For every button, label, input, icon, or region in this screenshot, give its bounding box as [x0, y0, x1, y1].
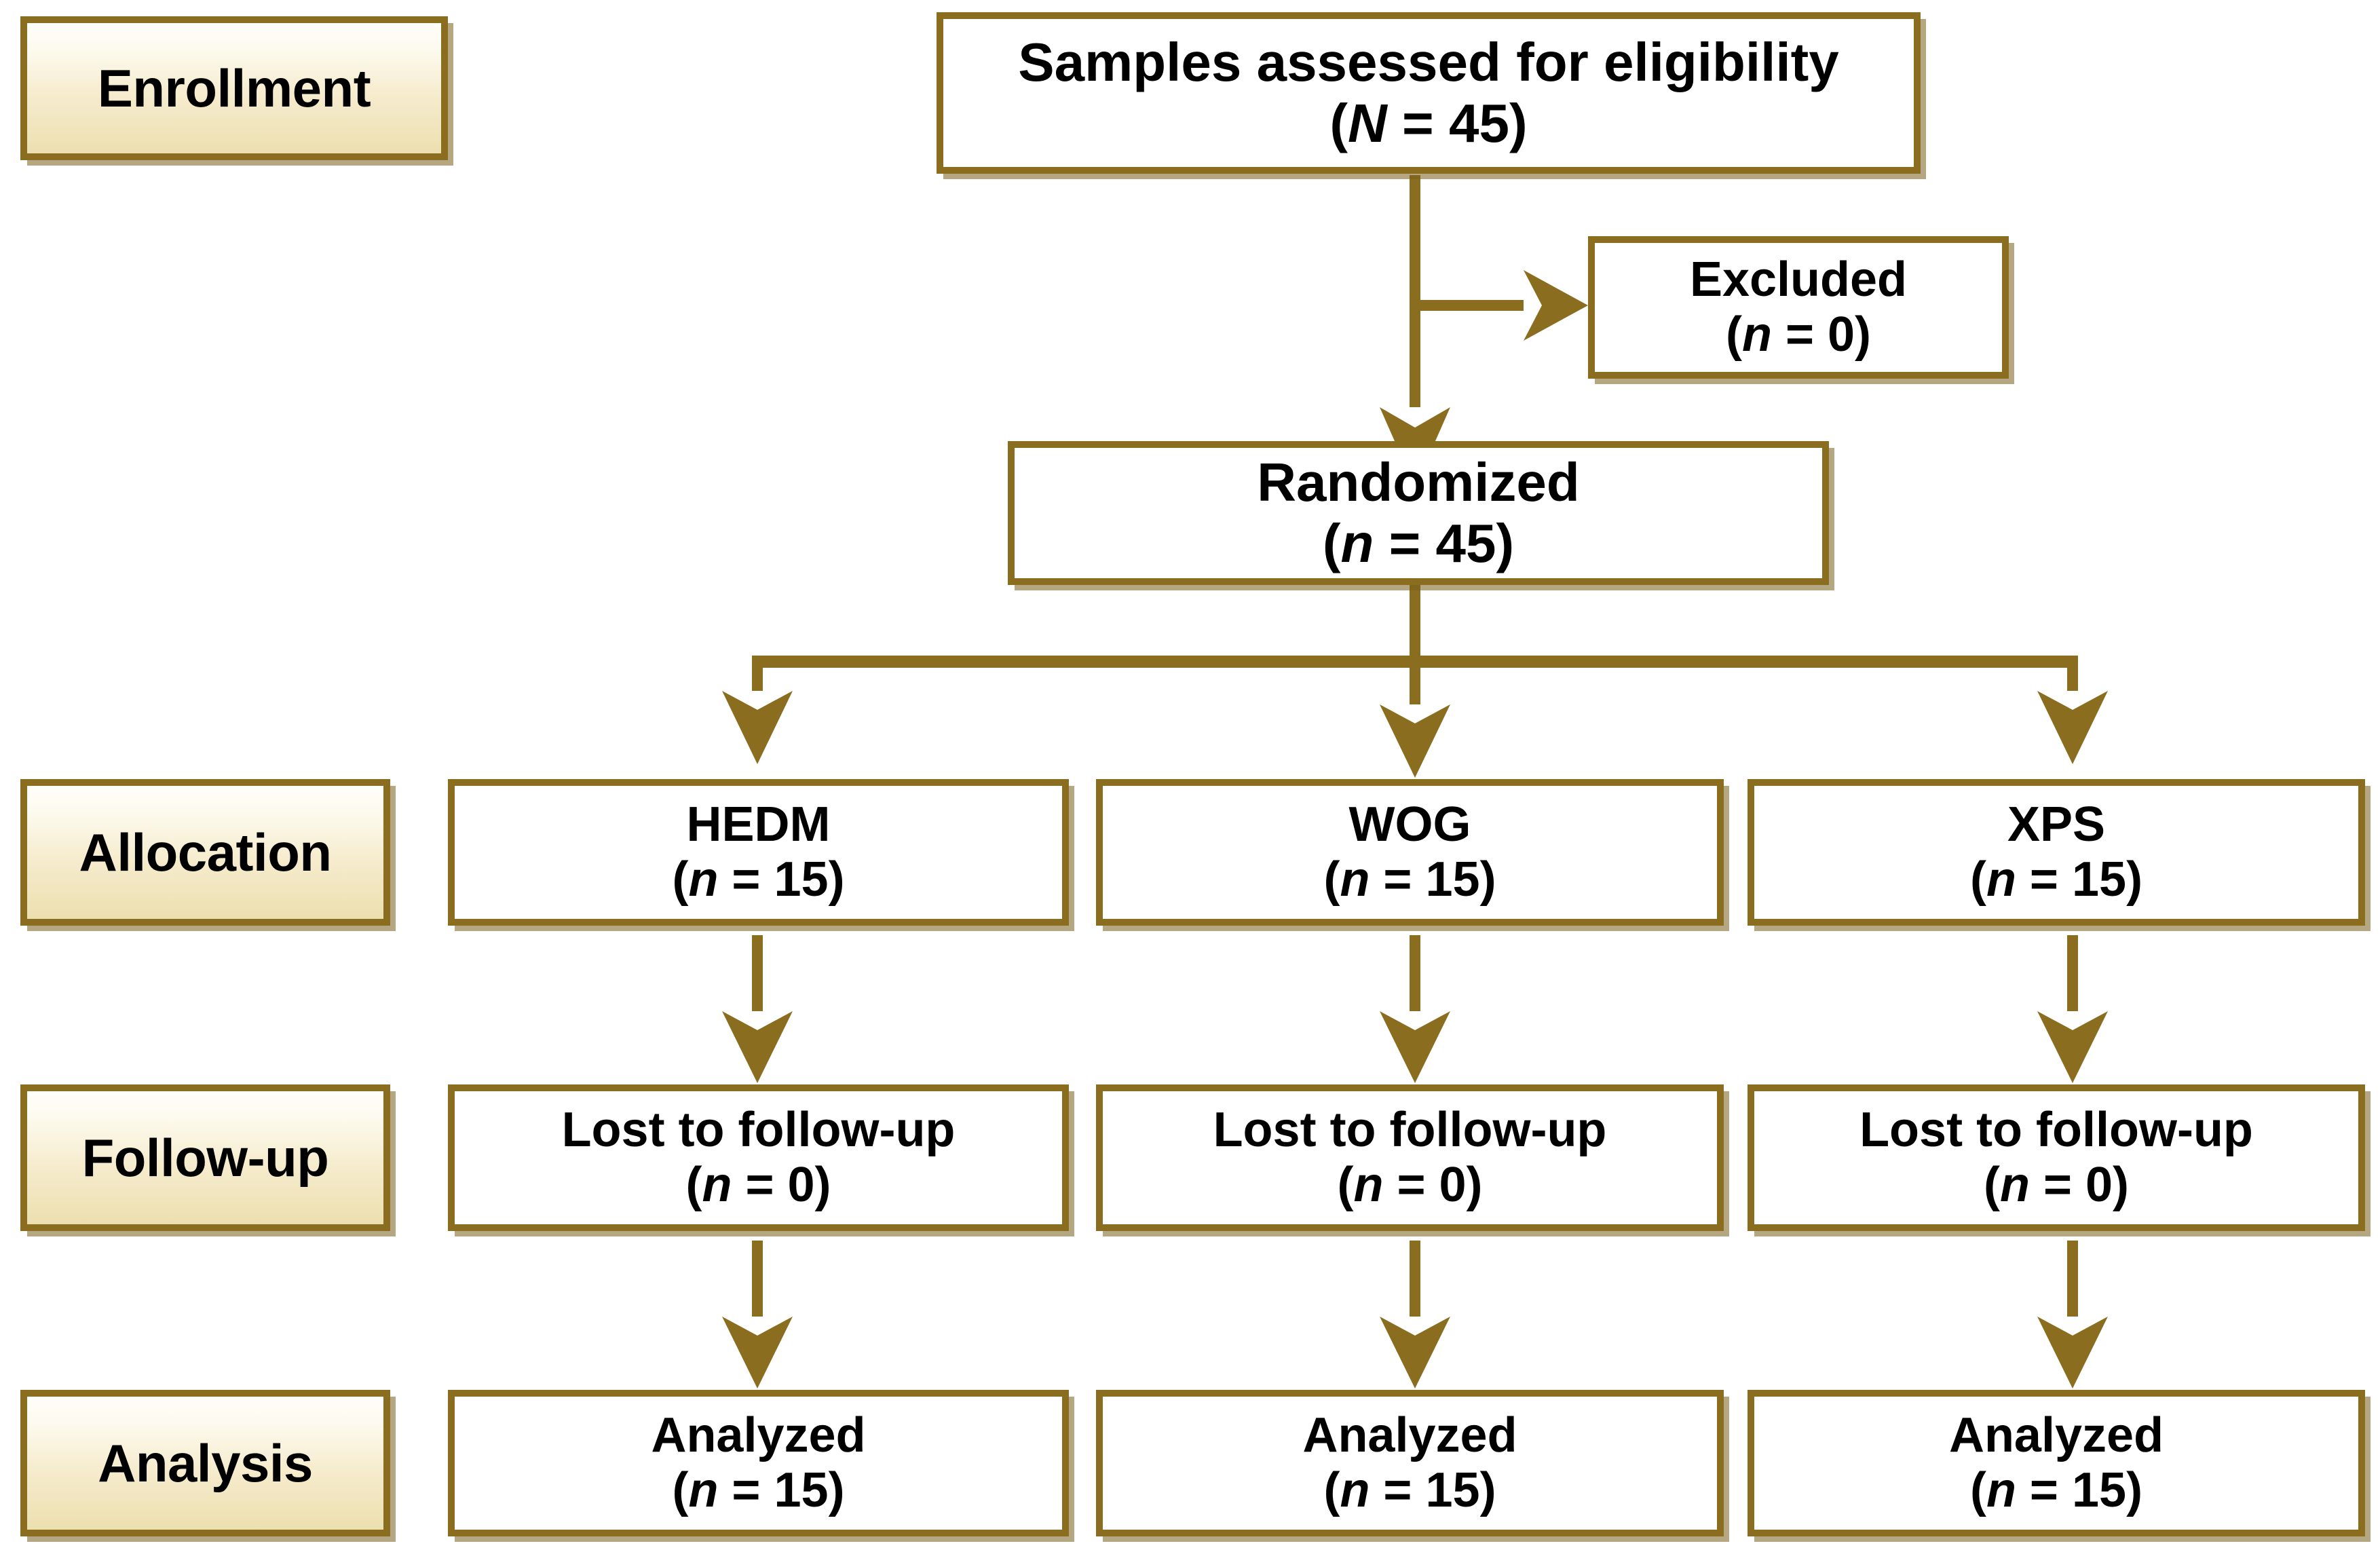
paren-open: (: [1322, 513, 1341, 573]
node-samples-assessed: Samples assessed for eligibility (N = 45…: [937, 12, 1921, 174]
paren-open: (: [672, 852, 689, 907]
node-randomized-line1: Randomized: [1257, 452, 1580, 513]
paren-open: (: [1323, 852, 1340, 907]
count-lost-xps: = 0): [2029, 1158, 2130, 1212]
symbol-n: n: [1999, 1158, 2030, 1212]
paren-open: (: [1323, 1463, 1340, 1517]
count-assessed: = 45): [1386, 93, 1528, 153]
node-allocation-xps-line1: XPS: [2007, 797, 2106, 852]
node-samples-assessed-line2: (N = 45): [1329, 93, 1527, 154]
node-allocation-xps-line2: (n = 15): [1970, 852, 2142, 907]
node-analysis-hedm-line1: Analyzed: [651, 1408, 866, 1463]
symbol-n: n: [688, 852, 719, 907]
node-excluded: Excluded (n = 0): [1588, 236, 2009, 379]
connector-assessed-to-randomized: [1380, 175, 1450, 487]
stage-label-enrollment-text: Enrollment: [97, 58, 371, 118]
node-allocation-hedm-line2: (n = 15): [672, 852, 844, 907]
stage-label-analysis-text: Analysis: [98, 1433, 313, 1493]
node-followup-hedm: Lost to follow-up (n = 0): [448, 1084, 1069, 1231]
node-followup-xps: Lost to follow-up (n = 0): [1748, 1084, 2365, 1231]
node-samples-assessed-line1: Samples assessed for eligibility: [1018, 32, 1839, 93]
node-followup-hedm-line1: Lost to follow-up: [561, 1103, 956, 1158]
paren-open: (: [672, 1463, 689, 1517]
count-randomized: = 45): [1374, 513, 1515, 573]
node-analysis-wog: Analyzed (n = 15): [1096, 1390, 1724, 1536]
count-analyzed-hedm: = 15): [718, 1463, 845, 1517]
symbol-n: n: [688, 1463, 719, 1517]
node-followup-xps-line2: (n = 0): [1984, 1158, 2129, 1213]
symbol-N: N: [1348, 93, 1387, 153]
connector-randomized-split: [722, 585, 2108, 778]
node-followup-wog: Lost to follow-up (n = 0): [1096, 1084, 1724, 1231]
symbol-n: n: [1986, 1463, 2016, 1517]
stage-label-analysis: Analysis: [20, 1390, 390, 1536]
node-allocation-wog-line1: WOG: [1348, 797, 1471, 852]
connector-allocation-to-followup: [722, 935, 2108, 1083]
stage-label-followup-text: Follow-up: [81, 1128, 329, 1188]
node-allocation-hedm: HEDM (n = 15): [448, 779, 1069, 926]
stage-label-followup: Follow-up: [20, 1084, 390, 1231]
node-followup-wog-line2: (n = 0): [1337, 1158, 1482, 1213]
count-hedm: = 15): [718, 852, 845, 907]
node-analysis-wog-line1: Analyzed: [1302, 1408, 1517, 1463]
node-analysis-xps: Analyzed (n = 15): [1748, 1390, 2365, 1536]
node-allocation-hedm-line1: HEDM: [686, 797, 831, 852]
node-followup-xps-line1: Lost to follow-up: [1859, 1103, 2253, 1158]
node-allocation-wog-line2: (n = 15): [1323, 852, 1496, 907]
stage-label-enrollment: Enrollment: [20, 16, 448, 160]
node-allocation-wog: WOG (n = 15): [1096, 779, 1724, 926]
symbol-n: n: [1340, 852, 1370, 907]
node-excluded-line2: (n = 0): [1726, 307, 1871, 362]
symbol-n: n: [702, 1158, 732, 1212]
count-excluded: = 0): [1771, 307, 1872, 362]
node-analysis-wog-line2: (n = 15): [1323, 1463, 1496, 1518]
paren-open: (: [1337, 1158, 1354, 1212]
count-lost-wog: = 0): [1383, 1158, 1483, 1212]
node-allocation-xps: XPS (n = 15): [1748, 779, 2365, 926]
connector-assessed-to-excluded: [1415, 270, 1588, 341]
count-xps: = 15): [2016, 852, 2143, 907]
paren-open: (: [1329, 93, 1348, 153]
paren-open: (: [685, 1158, 702, 1212]
count-analyzed-xps: = 15): [2016, 1463, 2143, 1517]
symbol-n: n: [1340, 513, 1374, 573]
node-analysis-hedm: Analyzed (n = 15): [448, 1390, 1069, 1536]
symbol-n: n: [1986, 852, 2016, 907]
symbol-n: n: [1340, 1463, 1370, 1517]
count-analyzed-wog: = 15): [1370, 1463, 1496, 1517]
node-followup-hedm-line2: (n = 0): [685, 1158, 831, 1213]
symbol-n: n: [1353, 1158, 1384, 1212]
node-analysis-xps-line1: Analyzed: [1948, 1408, 2164, 1463]
paren-open: (: [1725, 307, 1742, 362]
connector-followup-to-analysis: [722, 1241, 2108, 1388]
paren-open: (: [1969, 852, 1986, 907]
node-analysis-hedm-line2: (n = 15): [672, 1463, 844, 1518]
count-lost-hedm: = 0): [732, 1158, 831, 1212]
symbol-n: n: [1741, 307, 1772, 362]
node-randomized: Randomized (n = 45): [1008, 441, 1829, 585]
stage-label-allocation-text: Allocation: [79, 823, 332, 882]
node-followup-wog-line1: Lost to follow-up: [1213, 1103, 1607, 1158]
paren-open: (: [1983, 1158, 2000, 1212]
node-analysis-xps-line2: (n = 15): [1970, 1463, 2142, 1518]
count-wog: = 15): [1370, 852, 1496, 907]
paren-open: (: [1969, 1463, 1986, 1517]
stage-label-allocation: Allocation: [20, 779, 390, 926]
node-excluded-line1: Excluded: [1689, 252, 1908, 307]
node-randomized-line2: (n = 45): [1323, 513, 1514, 574]
